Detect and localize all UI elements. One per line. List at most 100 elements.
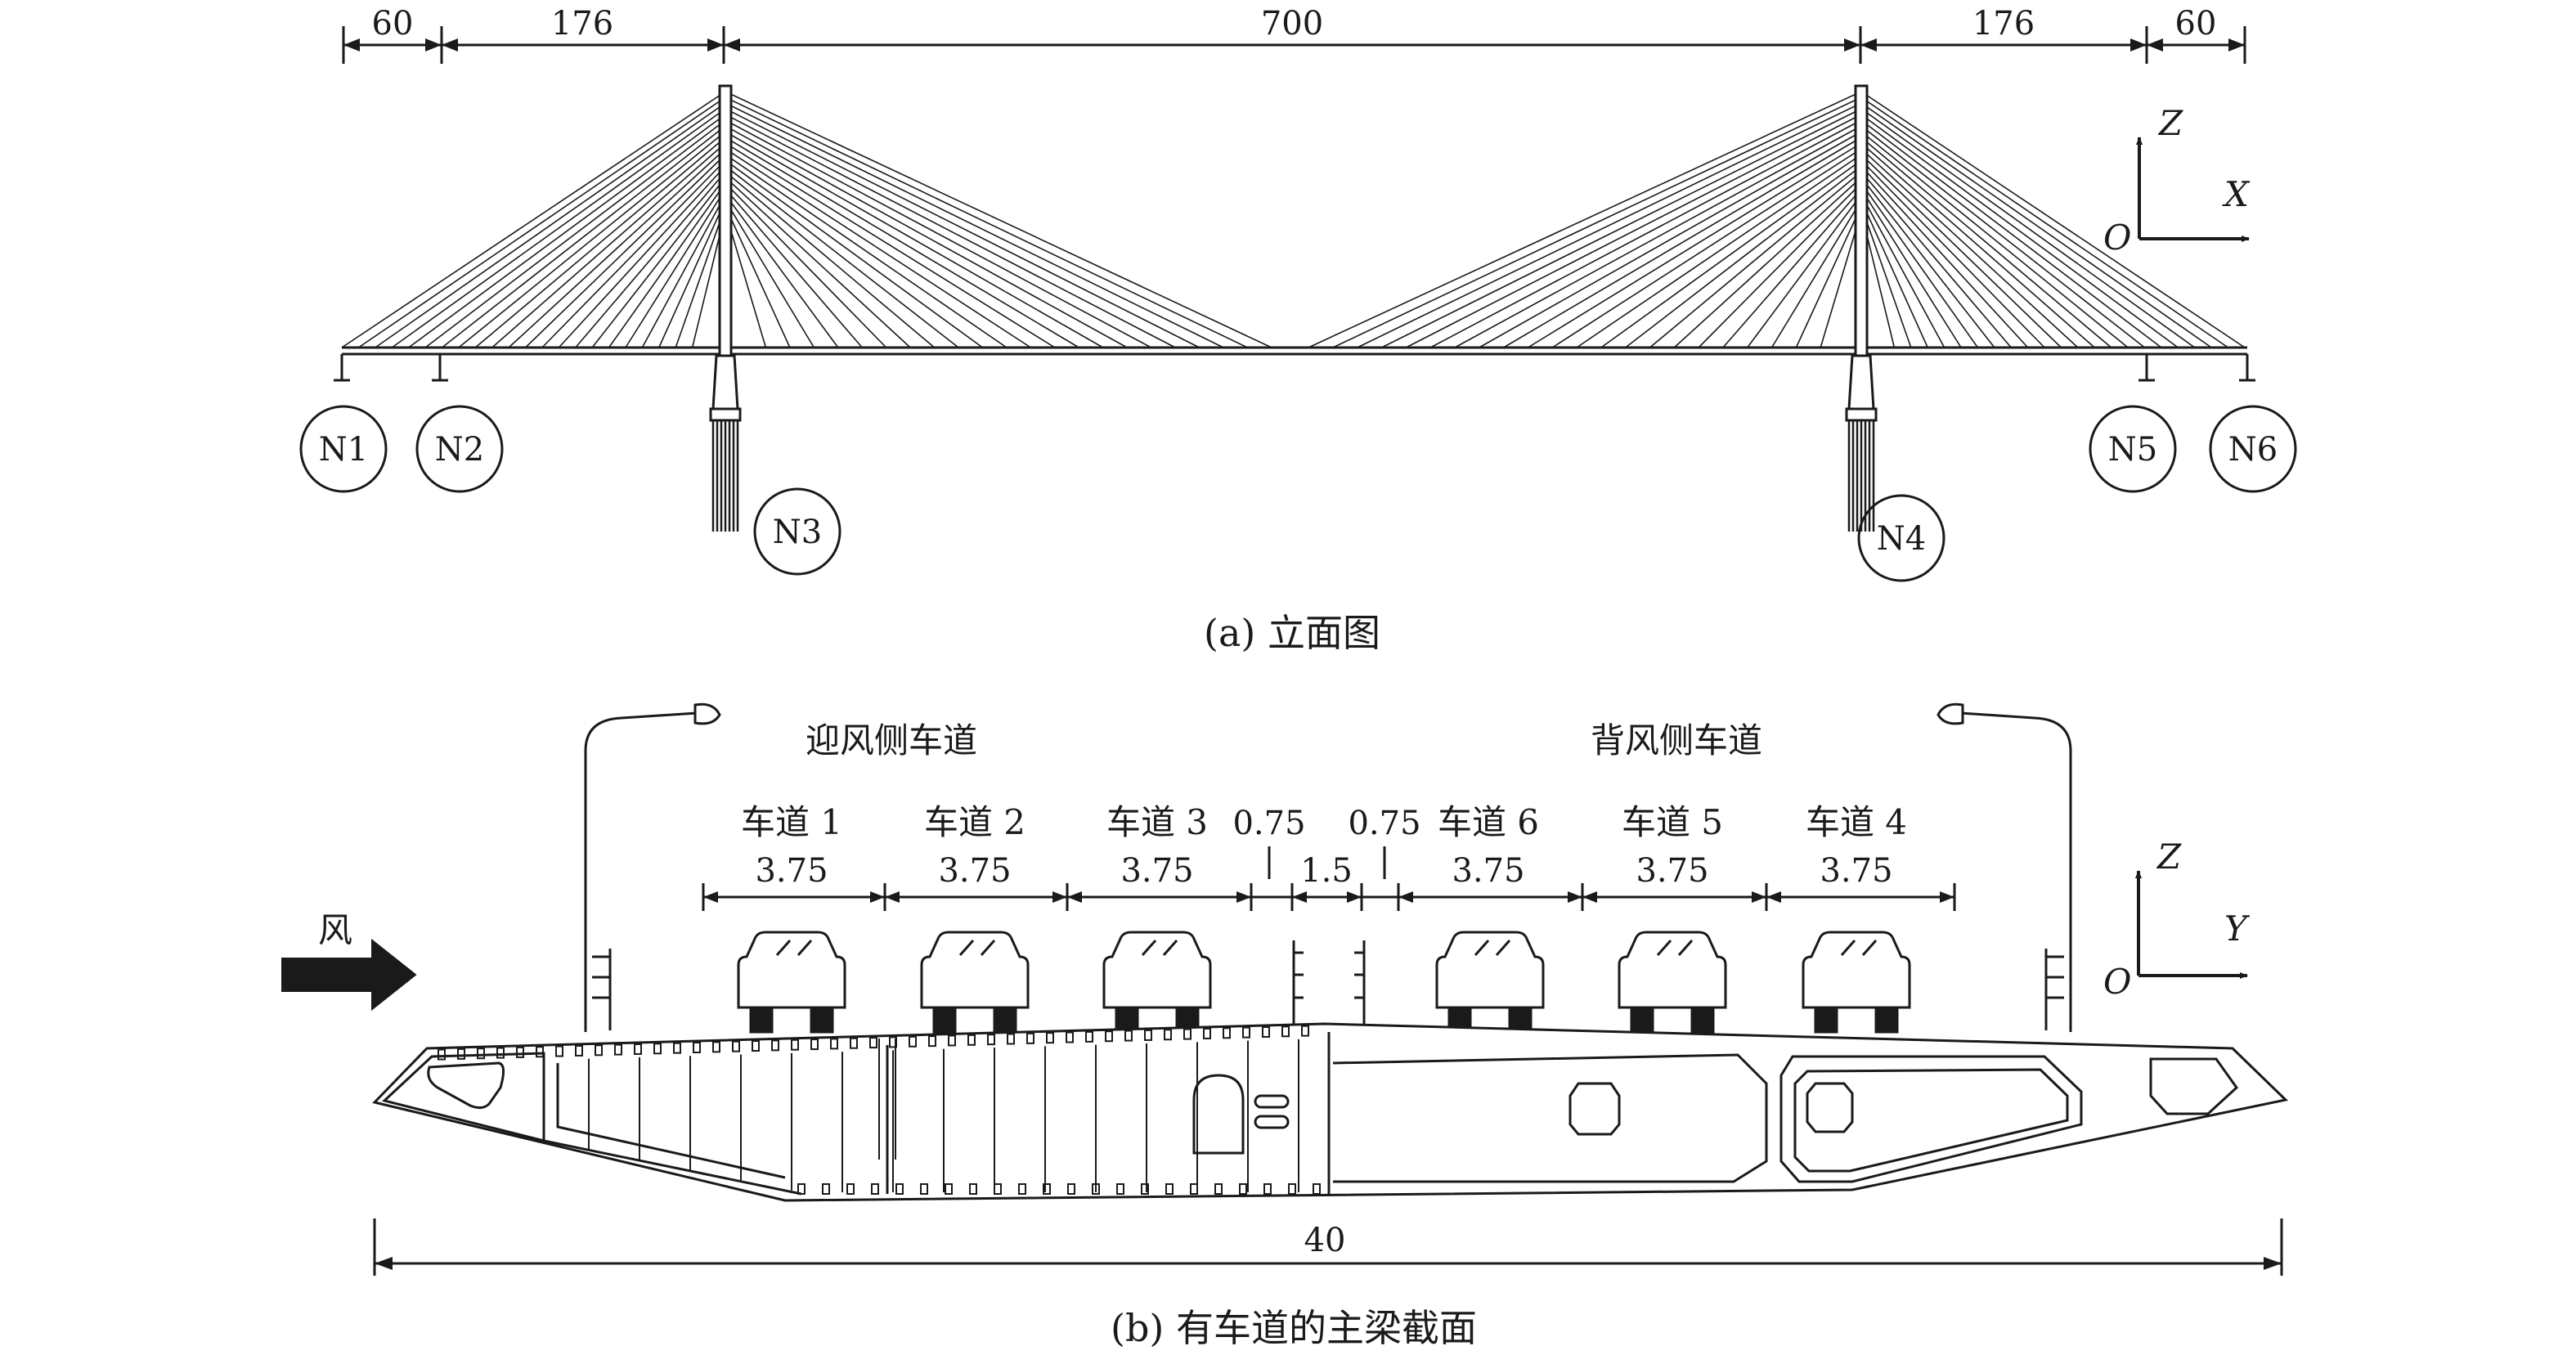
bottom-stiffener [895, 1183, 904, 1195]
stay-cable [725, 96, 1248, 348]
vehicle-glass [1677, 940, 1694, 956]
deck-stiffener [830, 1038, 838, 1050]
stay-cable [341, 91, 726, 348]
bottom-stiffener [871, 1183, 879, 1195]
deck-stiffener [634, 1043, 642, 1055]
stay-cable [1600, 159, 1862, 348]
axis-origin-label: O [2103, 962, 2131, 1002]
deck-stiffener [791, 1039, 799, 1051]
vehicle-glass [1656, 940, 1672, 956]
stay-cable [1673, 177, 1862, 348]
vehicle-glass [797, 940, 813, 956]
stay-cable [1722, 188, 1862, 348]
vehicle-glass [775, 940, 792, 956]
bottom-stiffener [1239, 1183, 1247, 1195]
axis-z-label: Z [2156, 837, 2182, 877]
stay-cable [725, 142, 1056, 348]
deck-stiffener [477, 1048, 485, 1060]
stay-cable [725, 188, 863, 348]
stay-cable [1860, 171, 2012, 348]
stay-cable [424, 119, 726, 348]
wind-arrow-icon [281, 938, 417, 1012]
span-label: 700 [1261, 5, 1323, 43]
stay-cable [725, 177, 911, 348]
bottom-stiffener [1092, 1183, 1100, 1195]
stay-cable [1649, 171, 1862, 348]
lane-label: 车道 5 [1622, 802, 1723, 842]
axis-origin-label: O [2103, 218, 2131, 258]
deck-stiffener [987, 1034, 995, 1046]
deck-stiffener [1203, 1027, 1211, 1039]
vehicle-icon [920, 931, 1030, 1034]
vehicle-icon [1102, 931, 1212, 1034]
pier-n1 [334, 354, 350, 382]
deck-stiffener [1085, 1030, 1093, 1043]
vehicle-body [1802, 931, 1911, 1009]
stay-cable [541, 159, 726, 348]
vehicle-icon [1802, 931, 1911, 1034]
stay-cable [625, 188, 726, 348]
girder-cell [427, 1061, 505, 1110]
vehicle-icon [737, 931, 846, 1034]
bottom-stiffener [1043, 1183, 1051, 1195]
stay-cable [1860, 200, 1928, 348]
deck-stiffener [516, 1046, 524, 1058]
stay-cable [725, 200, 815, 348]
vehicle-wheel [1690, 1006, 1715, 1034]
stay-cable [608, 182, 726, 348]
stay-cable [675, 205, 726, 348]
deck-stiffener [909, 1035, 917, 1048]
vehicle-wheel [1814, 1006, 1838, 1034]
vehicle-glass [980, 940, 996, 956]
lane-label: 车道 6 [1438, 802, 1539, 842]
stay-cable [1860, 119, 2162, 348]
deck-stiffener [1262, 1025, 1270, 1038]
bottom-stiffener [1190, 1183, 1198, 1195]
cross-section-view: 迎风侧车道 背风侧车道 车道 1 车道 2 车道 3 车道 6 车道 5 车道 … [281, 702, 2289, 1350]
vehicle-wheel [1874, 1006, 1899, 1034]
stay-cable [725, 182, 887, 348]
node-circle [753, 487, 841, 576]
stay-cable [725, 154, 1008, 348]
lane-label: 车道 1 [741, 802, 842, 842]
stay-cable [725, 91, 1272, 348]
stay-cable [575, 171, 726, 348]
lane-width: 3.75 [1820, 852, 1892, 890]
stay-cable [458, 131, 726, 348]
stay-cable [1308, 91, 1862, 348]
node-circle [415, 405, 504, 493]
stay-cable [1429, 119, 1862, 348]
bottom-stiffener [1288, 1183, 1296, 1195]
bottom-stiffener [1214, 1183, 1223, 1195]
stay-cable [1357, 102, 1862, 348]
bottom-stiffener [1263, 1183, 1272, 1195]
lane-dimension-line [702, 846, 1956, 911]
deck-stiffener [1026, 1032, 1034, 1044]
stay-cable [725, 119, 1152, 348]
vehicle-body [1618, 931, 1727, 1009]
girder-cell [1806, 1082, 1854, 1133]
vehicle-glass [958, 940, 975, 956]
stay-cable [725, 205, 791, 348]
deck-stiffener [1301, 1025, 1309, 1037]
deck-stiffener [575, 1044, 583, 1057]
vehicle-glass [1162, 940, 1178, 956]
stay-cables [341, 91, 2246, 348]
stay-cable [1551, 148, 1862, 348]
bridge-deck [342, 346, 2247, 356]
stay-cable [1860, 194, 1945, 348]
stay-cable [725, 165, 959, 348]
stay-cable [725, 125, 1128, 348]
deck-stiffener [1046, 1032, 1054, 1044]
stay-cable [1795, 205, 1862, 348]
deck-stiffener [1164, 1029, 1172, 1041]
stay-cable [1860, 96, 2229, 348]
stay-cable [1860, 137, 2112, 348]
deck-stiffener [732, 1040, 740, 1052]
windward-lanes-label: 迎风侧车道 [806, 720, 977, 761]
caption-elevation: (a) 立面图 [1204, 611, 1380, 655]
lane-label: 车道 3 [1106, 802, 1208, 842]
lane-label: 车道 2 [924, 802, 1025, 842]
deck-stiffener [614, 1043, 622, 1056]
bottom-stiffener [797, 1183, 806, 1195]
